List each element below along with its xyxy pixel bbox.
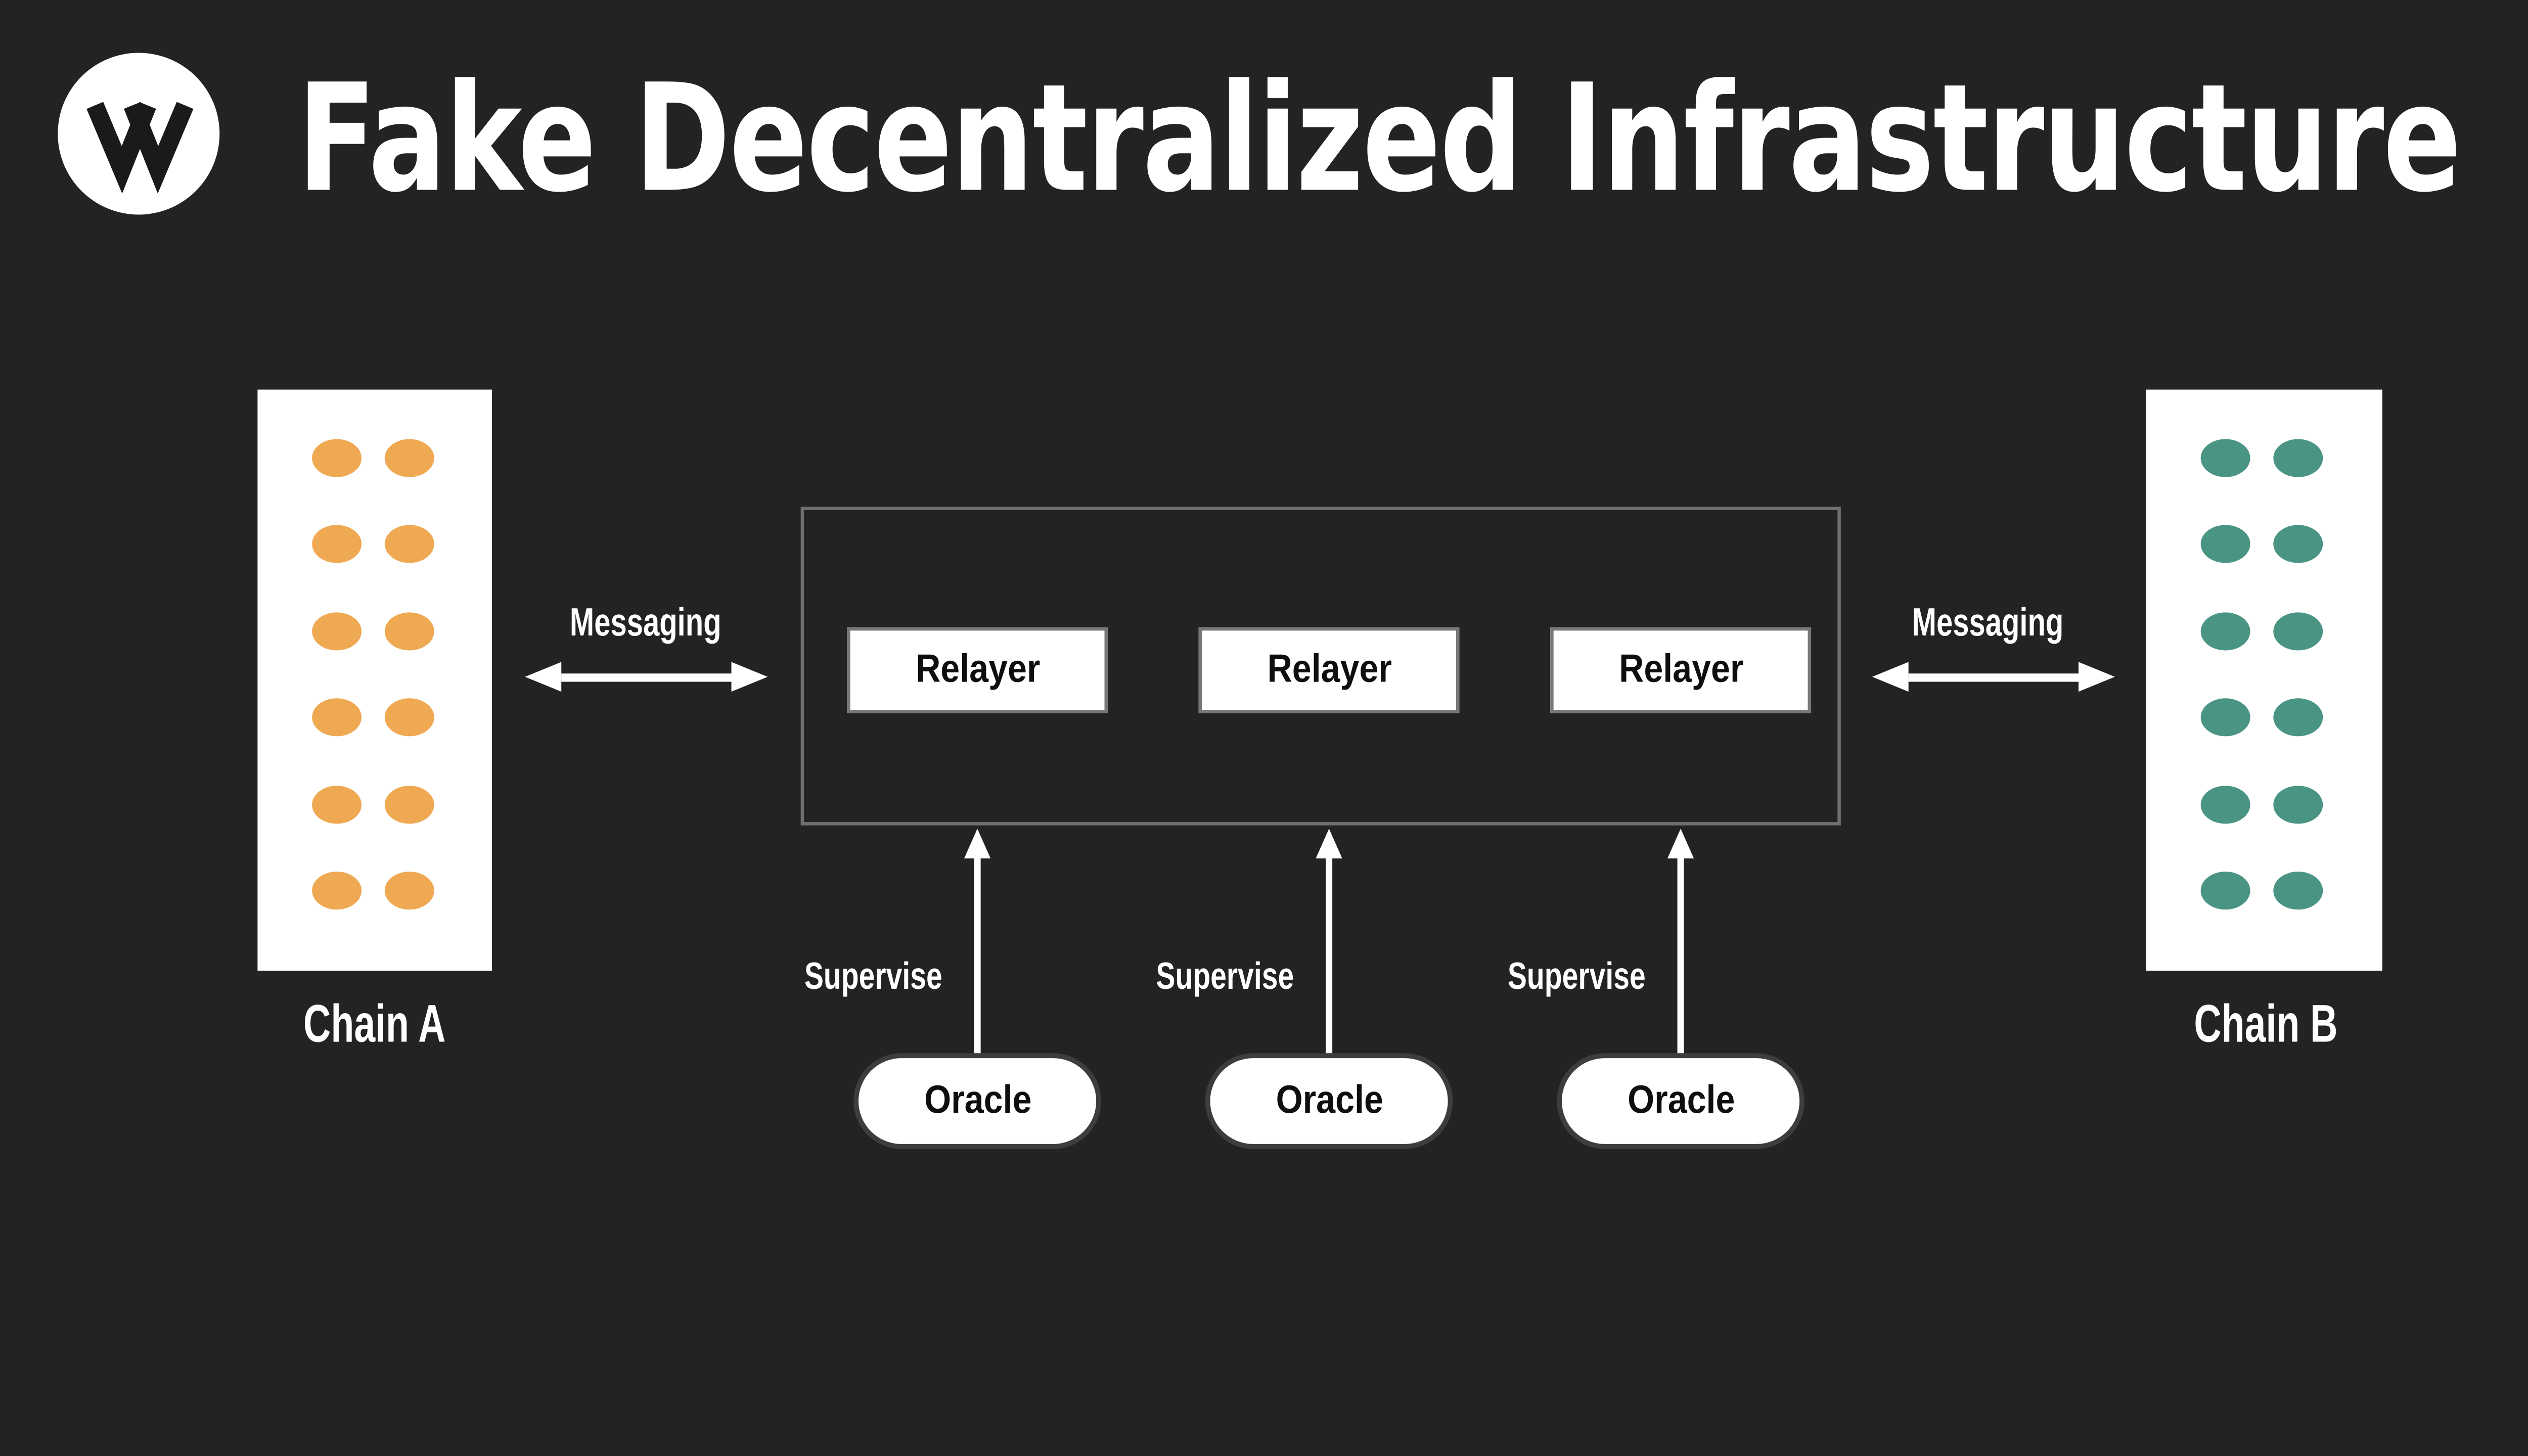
validator-dot (2273, 698, 2323, 737)
validator-dot (2200, 439, 2250, 477)
chain-a-label: Chain A (303, 993, 446, 1054)
validator-dot (312, 439, 362, 477)
oracle-node-2: Oracle (1210, 1058, 1448, 1144)
supervise-label-1: Supervise (804, 954, 942, 997)
validator-dot (384, 439, 434, 477)
validator-dot (312, 525, 362, 564)
validator-dot (2200, 612, 2250, 650)
supervise-arrow-3 (1677, 858, 1684, 1059)
chain-b-panel (2146, 389, 2382, 971)
oracle-node-1: Oracle (858, 1058, 1097, 1144)
validator-dot (384, 785, 434, 823)
relayer-node-1: Relayer (847, 627, 1108, 713)
validator-dot (2273, 612, 2323, 650)
page-title-text: Fake Decentralized Infrastructure (297, 52, 2462, 225)
supervise-label-3: Supervise (1507, 954, 1646, 997)
relayer-node-3: Relayer (1550, 627, 1812, 713)
supervise-label-2: Supervise (1156, 954, 1294, 997)
supervise-arrow-1 (974, 858, 981, 1059)
relayer-node-2: Relayer (1198, 627, 1460, 713)
messaging-arrow-left (561, 672, 732, 681)
validator-dot (312, 871, 362, 910)
messaging-arrow-right (1908, 672, 2079, 681)
validator-dot (2273, 439, 2323, 477)
validator-dot (384, 612, 434, 650)
chain-a-validator-dots (257, 390, 492, 910)
validator-dot (384, 525, 434, 564)
validator-dot (2200, 785, 2250, 823)
page-title: Fake Decentralized Infrastructure (297, 52, 2528, 225)
validator-dot (2273, 785, 2323, 823)
relayer-cluster-box (800, 507, 1841, 826)
messaging-label-right: Messaging (1912, 601, 2064, 646)
logo-mark (58, 53, 220, 215)
validator-dot (2200, 525, 2250, 564)
validator-dot (312, 698, 362, 737)
chain-a-panel (257, 389, 492, 971)
validator-dot (2273, 871, 2323, 910)
supervise-arrow-2 (1326, 858, 1333, 1059)
validator-dot (384, 871, 434, 910)
messaging-label-left: Messaging (569, 601, 721, 646)
validator-dot (384, 698, 434, 737)
validator-dot (312, 785, 362, 823)
validator-dot (312, 612, 362, 650)
validator-dot (2273, 525, 2323, 564)
validator-dot (2200, 871, 2250, 910)
chain-b-label: Chain B (2193, 993, 2337, 1054)
logo-w-icon (86, 102, 194, 194)
validator-dot (2200, 698, 2250, 737)
oracle-node-3: Oracle (1561, 1058, 1800, 1144)
chain-b-validator-dots (2146, 390, 2382, 910)
